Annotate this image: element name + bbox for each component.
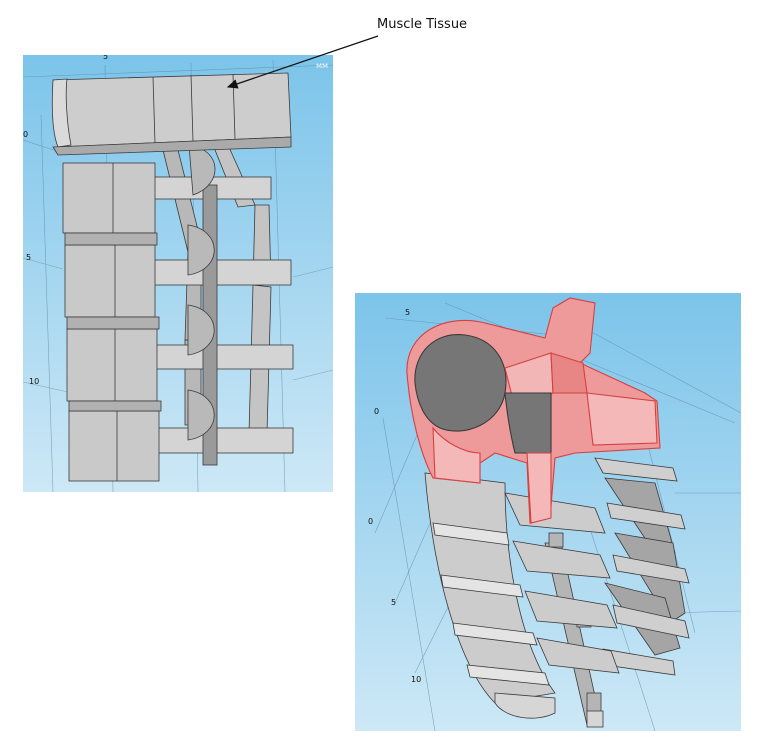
right-tick-0-a: 0 (374, 407, 379, 416)
right-tick-5: 5 (391, 598, 396, 607)
right-3d-canvas: 5 0 0 5 10 (355, 293, 741, 731)
right-transverse-processes (594, 457, 690, 676)
left-muscle-tissue (51, 72, 292, 156)
right-3d-view[interactable]: 5 0 0 5 10 (355, 293, 741, 731)
right-tick-5-top: 5 (405, 308, 410, 317)
left-vertebral-bodies (62, 162, 160, 482)
left-3d-canvas: 5 0 5 10 ᴍᴍ (23, 55, 333, 492)
right-tick-10: 10 (411, 675, 421, 684)
left-spinal-cord (187, 144, 218, 466)
right-spine-model (406, 297, 690, 728)
left-tick-top: 5 (103, 55, 108, 61)
left-spine-model (51, 72, 294, 482)
left-tick-10: 10 (29, 377, 39, 386)
left-tick-5: 5 (26, 253, 31, 262)
left-3d-view[interactable]: 5 0 5 10 ᴍᴍ (23, 55, 333, 492)
right-tick-0-b: 0 (368, 517, 373, 526)
muscle-tissue-label: Muscle Tissue (377, 17, 468, 32)
left-intervertebral-discs (64, 232, 162, 412)
right-bottom-tips (494, 692, 604, 728)
left-tick-0: 0 (23, 130, 28, 139)
left-corner-mark: ᴍᴍ (316, 61, 328, 70)
right-selected-muscle-tissue[interactable] (406, 297, 661, 524)
